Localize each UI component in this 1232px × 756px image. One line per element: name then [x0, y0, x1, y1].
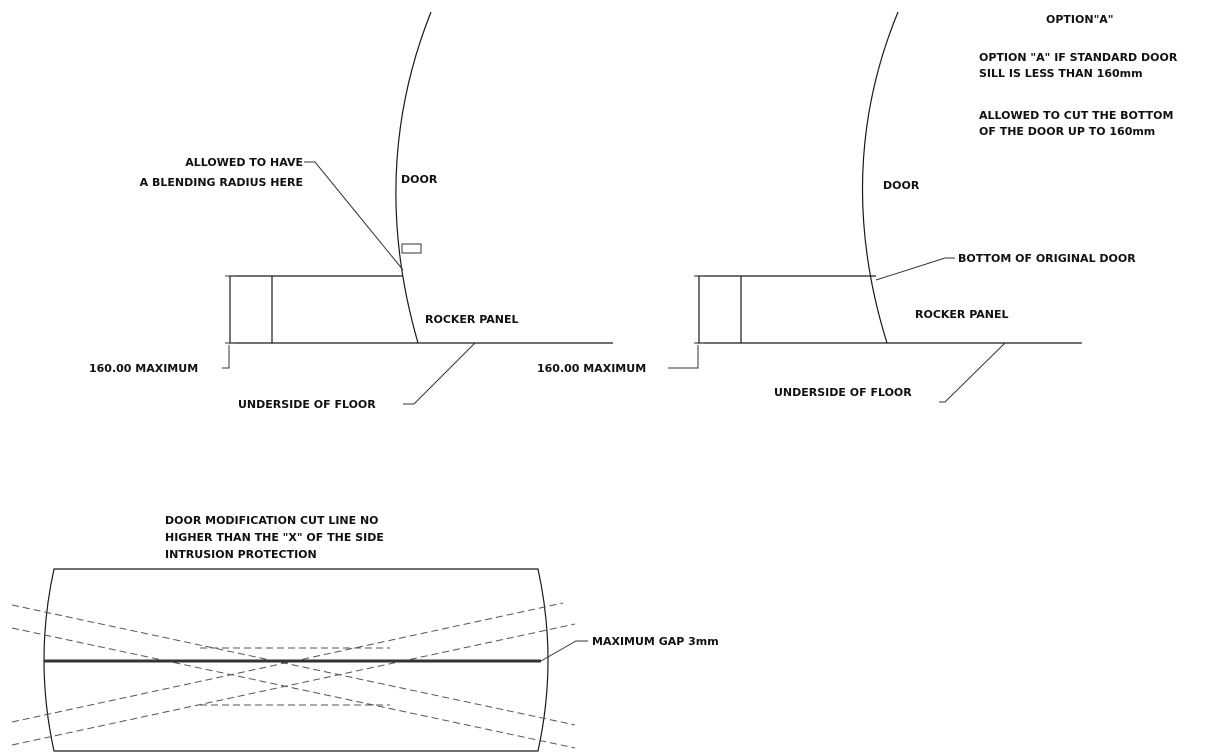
- bottom-cut-note-line1: DOOR MODIFICATION CUT LINE NO: [165, 514, 379, 527]
- right-max-dimension-label: 160.00 MAXIMUM: [537, 362, 646, 375]
- left-floor-leader: [403, 342, 476, 405]
- intrusion-bar-line-1: [11, 604, 576, 726]
- left-blend-label-line1: ALLOWED TO HAVE: [185, 156, 303, 169]
- intrusion-bar-line-2: [11, 627, 576, 749]
- left-blend-leader: [304, 161, 404, 271]
- gap-leader: [540, 640, 588, 662]
- cut-note-line2: OF THE DOOR UP TO 160mm: [979, 125, 1155, 138]
- maximum-gap-label: MAXIMUM GAP 3mm: [592, 635, 719, 648]
- left-detail: ALLOWED TO HAVE A BLENDING RADIUS HERE D…: [89, 11, 613, 411]
- bottom-cut-note-line3: INTRUSION PROTECTION: [165, 548, 317, 561]
- option-title: OPTION"A": [1046, 13, 1114, 26]
- left-rocker-panel-label: ROCKER PANEL: [425, 313, 519, 326]
- left-floor-label: UNDERSIDE OF FLOOR: [238, 398, 376, 411]
- bottom-cut-note-line2: HIGHER THAN THE "X" OF THE SIDE: [165, 531, 384, 544]
- left-max-leader: [222, 345, 230, 369]
- intrusion-bar-line-4: [11, 623, 576, 746]
- right-floor-leader: [939, 342, 1006, 403]
- option-note-line1: OPTION "A" IF STANDARD DOOR: [979, 51, 1178, 64]
- left-door-label: DOOR: [401, 173, 438, 186]
- right-door-label: DOOR: [883, 179, 920, 192]
- bottom-of-original-door-label: BOTTOM OF ORIGINAL DOOR: [958, 252, 1136, 265]
- left-door-curve: [395, 11, 432, 344]
- option-note-line2: SILL IS LESS THAN 160mm: [979, 67, 1143, 80]
- left-blend-label-line2: A BLENDING RADIUS HERE: [140, 176, 303, 189]
- bottom-detail: DOOR MODIFICATION CUT LINE NO HIGHER THA…: [11, 514, 719, 752]
- right-detail: OPTION"A" OPTION "A" IF STANDARD DOOR SI…: [537, 11, 1178, 403]
- left-handle-mark: [401, 243, 422, 254]
- cut-note-line1: ALLOWED TO CUT THE BOTTOM: [979, 109, 1173, 122]
- right-original-door-leader: [875, 257, 955, 281]
- right-rocker-panel-label: ROCKER PANEL: [915, 308, 1009, 321]
- left-max-dimension-label: 160.00 MAXIMUM: [89, 362, 198, 375]
- right-max-leader: [668, 345, 699, 369]
- right-floor-label: UNDERSIDE OF FLOOR: [774, 386, 912, 399]
- panel-outline: [43, 568, 549, 752]
- right-door-curve: [861, 11, 899, 344]
